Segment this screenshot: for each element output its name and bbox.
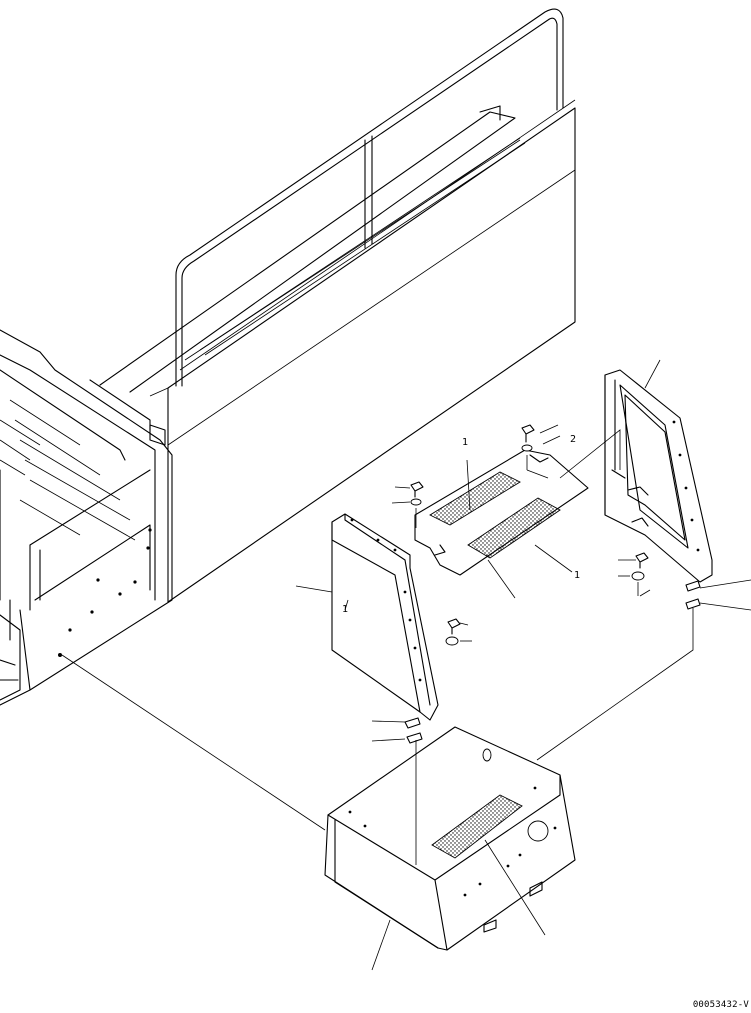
leader-lines xyxy=(61,359,751,971)
walkway-handrail-assembly xyxy=(89,8,576,603)
bottom-box-cover xyxy=(324,726,576,951)
right-frame-bracket xyxy=(604,369,713,583)
anti-slip-pad-2 xyxy=(467,497,561,559)
anti-slip-pad-1 xyxy=(429,471,521,526)
hardware-bolts-washers xyxy=(404,424,701,744)
callout-labels: 1 2 1 1 xyxy=(342,434,580,615)
left-side-bracket xyxy=(331,513,439,721)
callout-4: 1 xyxy=(342,604,348,615)
top-cover-plate xyxy=(414,449,589,576)
callout-1: 1 xyxy=(462,437,468,448)
access-hole xyxy=(527,820,549,842)
callout-2: 2 xyxy=(570,434,576,445)
drawing-code: 00053432-V xyxy=(692,1000,749,1010)
anti-slip-pad-3 xyxy=(431,794,523,859)
machine-body xyxy=(0,329,173,706)
callout-3: 1 xyxy=(574,570,580,581)
